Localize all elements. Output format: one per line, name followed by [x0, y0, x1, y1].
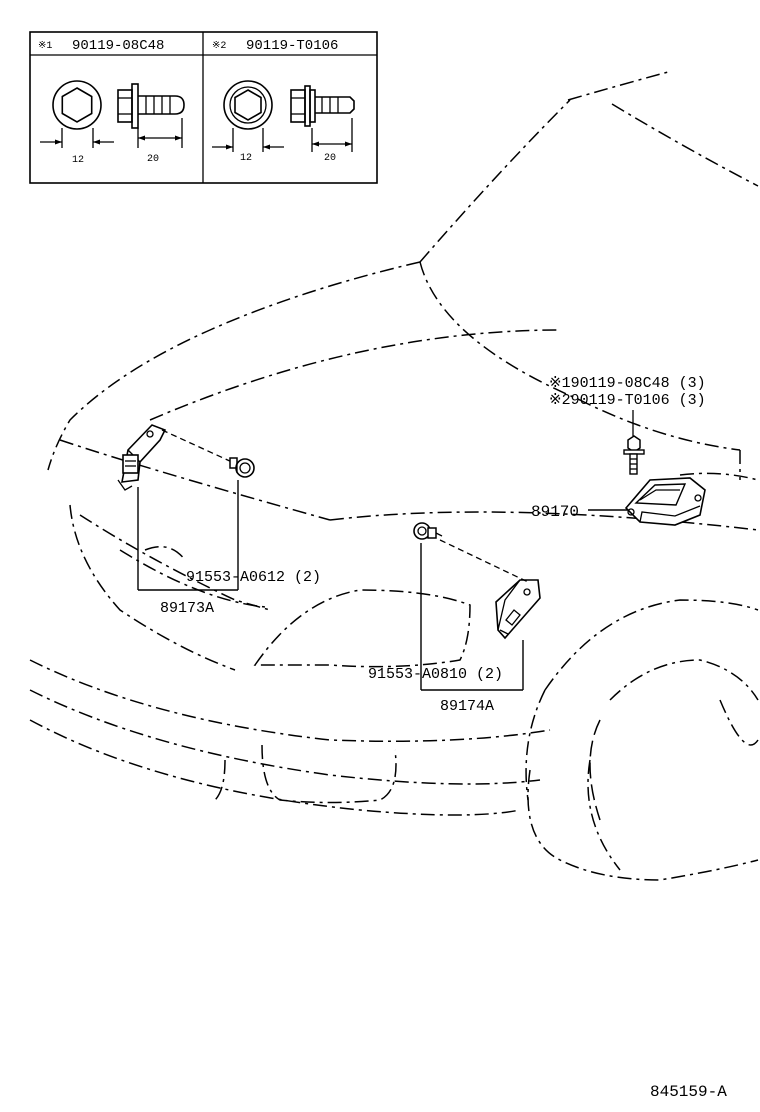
callout-sensor-89174a: 89174A — [440, 698, 494, 715]
airbag-control-unit-89170[interactable] — [624, 477, 706, 526]
callout-sensor-89173a: 89173A — [160, 600, 214, 617]
fastener-2-head-view: 12 — [212, 80, 284, 164]
fastener-1-part-number: 90119-08C48 — [72, 38, 164, 54]
fastener-2-head-dim: 12 — [240, 153, 252, 164]
unit-mounting-bolt[interactable] — [623, 435, 645, 475]
fastener-1-mark: ※1 — [38, 41, 52, 52]
front-sensor-right[interactable] — [495, 579, 541, 640]
left-bolt-guide — [161, 429, 233, 463]
bolt-91553-a0612[interactable] — [229, 457, 255, 478]
fastener-table: ※1 90119-08C48 ※2 90119-T0106 12 — [29, 31, 378, 184]
callout-bolt-ref-2: ※290119-T0106 (3) — [549, 392, 706, 409]
callout-bolt-ref-1: ※190119-08C48 (3) — [549, 375, 706, 392]
fastener-1-length-dim: 20 — [147, 154, 159, 165]
right-bolt-guide — [439, 539, 529, 583]
callout-bolt-91553-a0810: 91553-A0810 (2) — [368, 666, 503, 683]
fastener-2-mark: ※2 — [212, 41, 226, 52]
callout-lines-right — [420, 543, 524, 691]
diagram-id: 845159-A — [650, 1083, 727, 1101]
callout-lines-left — [137, 480, 239, 591]
callout-bolt-91553-a0612: 91553-A0612 (2) — [186, 569, 321, 586]
bolt-91553-a0810[interactable] — [413, 522, 443, 540]
fastener-2-part-number: 90119-T0106 — [246, 38, 338, 54]
front-sensor-left[interactable] — [117, 424, 167, 491]
fastener-1-head-view: 12 — [40, 80, 114, 166]
fastener-1-side-view: 20 — [117, 83, 185, 165]
callout-unit-89170: 89170 — [531, 503, 579, 521]
fastener-2-length-dim: 20 — [324, 153, 336, 164]
vehicle-outline — [29, 71, 759, 881]
fastener-1-head-dim: 12 — [72, 155, 84, 166]
fastener-2-side-view: 20 — [290, 85, 355, 164]
